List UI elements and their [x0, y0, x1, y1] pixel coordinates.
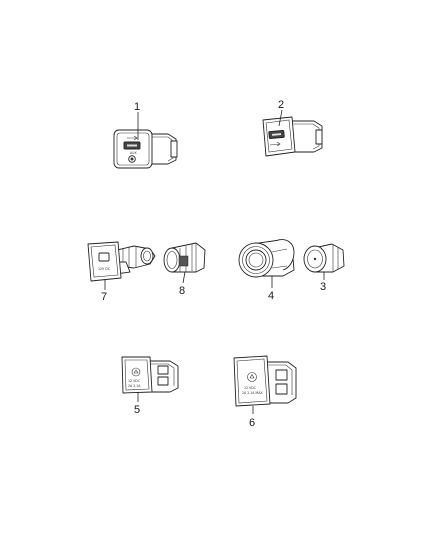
part-6-rating-line-1: 12 VDC	[244, 386, 257, 390]
part-5-rating-line-1: 12 VDC	[128, 379, 141, 383]
leader-line-2	[278, 109, 283, 127]
part-5-rating-line-2: 2A 2.1A	[128, 384, 141, 388]
svg-text:12V DC: 12V DC	[98, 267, 111, 271]
callout-3: 3	[320, 281, 326, 293]
callout-6: 6	[249, 417, 255, 429]
part-1-usb-aux-port: AUX	[113, 129, 178, 169]
leader-line-8	[182, 271, 186, 284]
part-4-outlet-ring-housing	[238, 239, 295, 278]
part-6-rating-line-2: 2A 2.1A MAX	[242, 391, 263, 395]
part-2-usb-port	[262, 116, 323, 157]
svg-text:AUX: AUX	[130, 151, 138, 155]
callout-5: 5	[134, 404, 140, 416]
callout-8: 8	[179, 285, 185, 297]
callout-1: 1	[134, 101, 140, 113]
part-7-power-outlet-housing: 12V DC	[87, 241, 156, 282]
callout-4: 4	[268, 290, 274, 302]
part-5-usb-charge-module: 12 VDC 2A 2.1A	[121, 356, 179, 394]
part-8-power-outlet-insert	[163, 242, 206, 273]
callout-7: 7	[101, 291, 107, 303]
part-3-outlet-cap	[303, 243, 345, 273]
part-6-usb-charge-module: 12 VDC 2A 2.1A MAX	[233, 355, 297, 407]
callout-2: 2	[278, 99, 284, 111]
